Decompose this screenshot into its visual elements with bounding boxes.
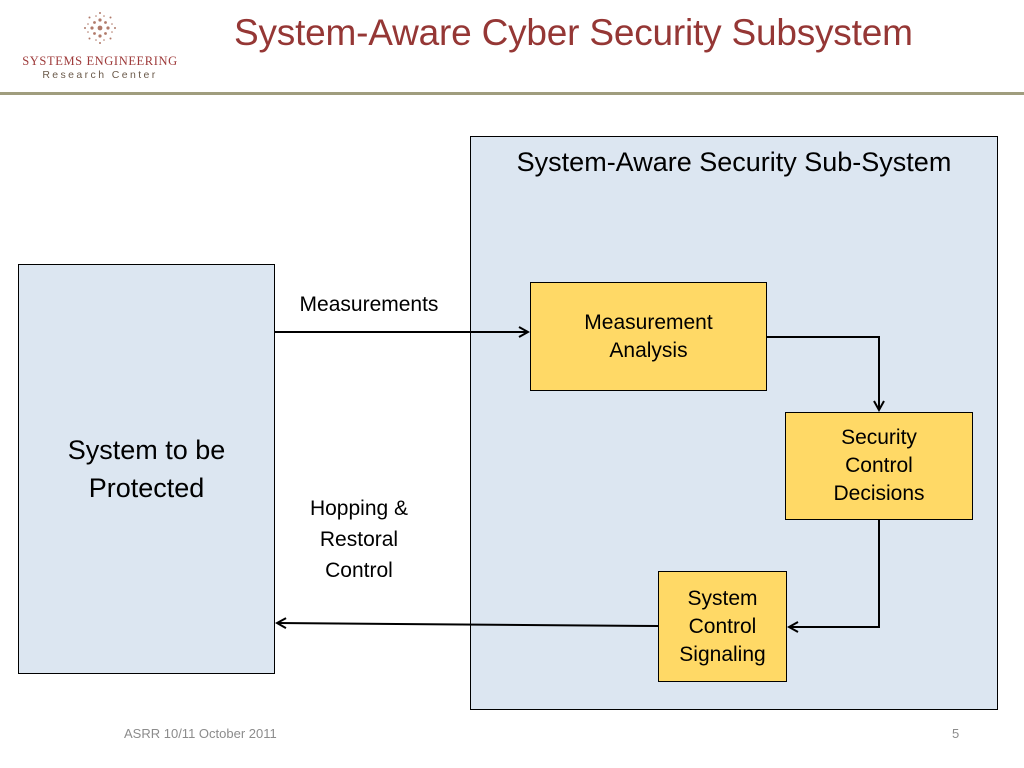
title-divider	[0, 92, 1024, 95]
hopping-restoral-edge-label: Hopping & Restoral Control	[309, 497, 409, 582]
slide-title: System-Aware Cyber Security Subsystem	[234, 12, 913, 53]
measurements-edge-label: Measurements	[299, 293, 439, 316]
footer-event-label: ASRR 10/11 October 2011	[124, 726, 277, 741]
logo-text-secondary: Research Center	[42, 69, 158, 81]
starburst-dots-icon	[84, 12, 116, 44]
system-control-signaling-label: System Control Signaling	[679, 586, 766, 666]
system-control-signaling-node: System Control Signaling	[658, 571, 787, 682]
hopping-restoral-arrow	[277, 623, 659, 626]
page-number: 5	[952, 726, 960, 741]
decisions-to-signaling-arrow	[789, 520, 880, 627]
security-control-decisions-node: Security Control Decisions	[785, 412, 973, 520]
security-control-decisions-label: Security Control Decisions	[833, 426, 925, 505]
logo-text-primary: SYSTEMS ENGINEERING	[22, 54, 178, 68]
measurement-analysis-node: Measurement Analysis	[530, 282, 767, 391]
protected-system-label: System to be Protected	[67, 435, 226, 503]
logo: SYSTEMS ENGINEERING Research Center	[8, 8, 192, 81]
protected-system-box	[18, 264, 275, 674]
measurement-analysis-label: Measurement Analysis	[584, 310, 713, 362]
subsystem-title: System-Aware Security Sub-System	[516, 147, 952, 177]
analysis-to-decisions-arrow	[767, 336, 879, 410]
